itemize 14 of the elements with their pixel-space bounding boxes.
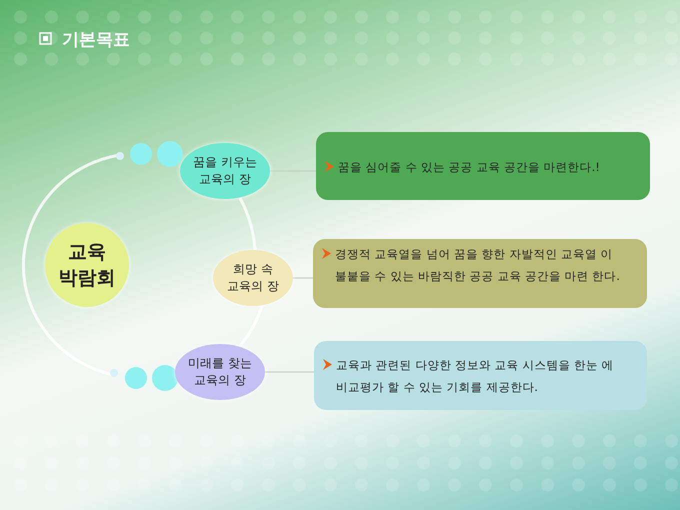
goal-box [313, 239, 647, 308]
category-label: 희망 속 교육의 장 [226, 261, 280, 295]
slide-title: 기본목표 [62, 29, 130, 51]
connector-line [265, 371, 314, 373]
goal-text: 교육과 관련된 다양한 정보와 교육 시스템을 한눈 에 비교평가 할 수 있는 기회를 제공한다. [336, 357, 615, 396]
goal-box [314, 341, 647, 410]
category-label: 꿈을 키우는 교육의 장 [192, 154, 258, 188]
goal-text: 꿈을 심어줄 수 있는 공공 교육 공간을 마련한다.! [338, 159, 600, 176]
category-label: 미래를 찾는 교육의 장 [187, 355, 253, 389]
goal-box [316, 132, 650, 200]
topic-label: 교육 박람회 [58, 240, 116, 291]
connector-line [293, 277, 313, 279]
goal-text: 경쟁적 교육열을 넘어 꿈을 향한 자발적인 교육열 이 불붙을 수 있는 바람직한 공공 교육 공간을 마련 한다. [335, 246, 621, 285]
category-ellipse [180, 143, 270, 199]
